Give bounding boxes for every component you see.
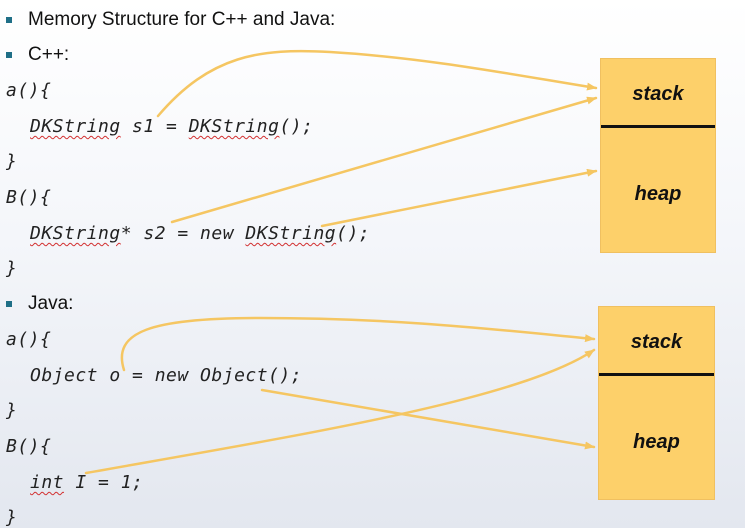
arrow-object-to-heap [260,388,596,450]
cpp-memory-box: stack heap [600,58,716,253]
code-token: * s2 = new [120,223,246,244]
code-token: DKString [30,116,121,137]
arrow-o-to-stack [120,316,596,372]
code-token: DKString [245,223,337,244]
cpp-func-b-close: } [6,258,18,279]
stack-heap-divider [599,373,714,376]
cpp-stack-label: stack [632,83,684,105]
java-func-a-close: } [6,400,18,421]
stack-heap-divider [601,125,715,128]
java-func-a-open: a(){ [6,329,52,350]
cpp-s2-declaration: DKString* s2 = new DKString(); [30,223,370,244]
bullet-marker [6,301,12,307]
java-heap-label: heap [633,431,680,453]
bullet-marker [6,52,12,58]
code-token: I = 1; [64,472,144,493]
arrow-s1-to-stack [156,49,598,118]
arrow-new-to-heap [320,168,598,228]
code-token: (); [336,223,371,244]
java-int-declaration: int I = 1; [30,472,143,493]
cpp-s1-declaration: DKString s1 = DKString(); [30,116,313,137]
code-token: s1 = [120,116,189,137]
java-heading: Java: [28,293,74,314]
cpp-heading: C++: [28,44,70,65]
java-func-b-close: } [6,507,18,528]
cpp-heap-label: heap [634,183,682,205]
cpp-func-a-open: a(){ [6,80,52,101]
code-token: DKString [188,116,280,137]
bullet-marker [6,17,12,23]
java-object-declaration: Object o = new Object(); [30,365,303,386]
slide-title: Memory Structure for C++ and Java: [28,9,336,30]
code-token: DKString [30,223,121,244]
code-token: (); [279,116,314,137]
cpp-func-a-close: } [6,151,18,172]
arrow-s2-to-stack [170,96,598,224]
code-token: int [30,472,65,493]
cpp-func-b-open: B(){ [6,187,52,208]
java-memory-box: stack heap [598,306,715,500]
java-stack-label: stack [630,331,683,353]
java-func-b-open: B(){ [6,436,52,457]
arrow-int-to-stack [84,348,596,475]
